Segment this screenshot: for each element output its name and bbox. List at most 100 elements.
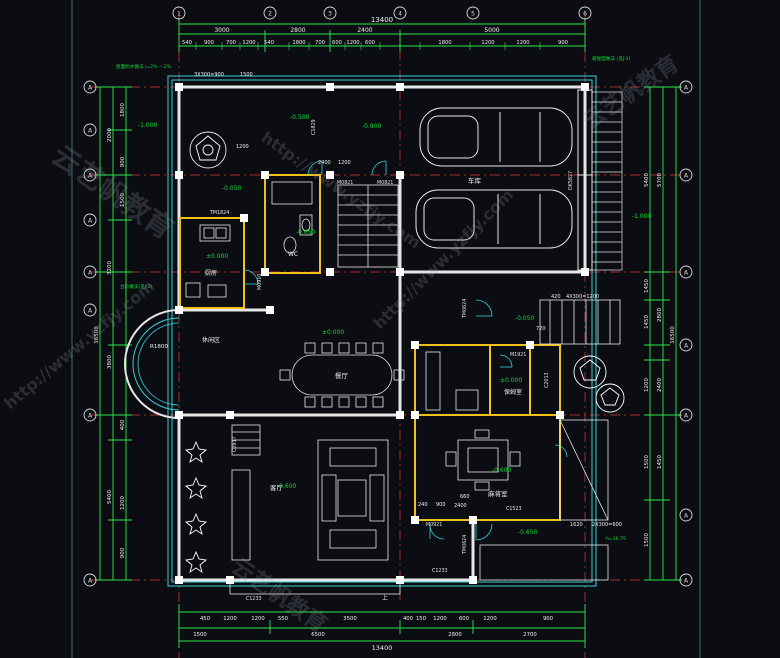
- dim-top-r2-13: 900: [558, 40, 568, 46]
- axis-top-4: 4: [398, 11, 402, 18]
- dim-bottom-r1-2: 1200: [251, 616, 265, 622]
- dim-bottom-r1-7: 1200: [433, 616, 447, 622]
- top-dimensions: 13400 3000 2800 2400 5000 540 900 700 12…: [172, 6, 592, 52]
- elev-3: -1.000: [138, 122, 158, 129]
- misc-dim-2: 1200: [236, 144, 249, 150]
- dim-left-5: 3800: [107, 355, 113, 369]
- dim-right-4: 1450: [644, 315, 650, 329]
- kitchen-fixtures: 厨房: [185, 224, 231, 298]
- elev-13: -0.650: [518, 529, 538, 536]
- code-7: C2013: [544, 372, 550, 388]
- stairs: [231, 184, 399, 456]
- elev-7: ±0.000: [206, 253, 228, 260]
- dim-top-r2-7: 600: [332, 40, 342, 46]
- dim-top-r2-10: 1800: [438, 40, 451, 46]
- room-label-leisure: 休闲区: [202, 336, 220, 344]
- radius-label: R1800: [150, 344, 168, 350]
- axis-right-6: A: [684, 578, 689, 585]
- dim-left-0: 1800: [120, 103, 126, 117]
- dim-bottom-r1-4: 3500: [343, 616, 357, 622]
- garage-cars: 车库: [415, 107, 573, 249]
- code-4: TM1824: [209, 210, 229, 216]
- elev-8: ±0.000: [322, 329, 344, 336]
- misc-dim-11: 240: [418, 502, 428, 508]
- note-left-mid: 台阶做法(见J-2): [120, 283, 153, 290]
- misc-dim-8: 1620: [570, 522, 583, 528]
- dim-top-r2-6: 700: [315, 40, 325, 46]
- dim-right-2: 1450: [644, 279, 650, 293]
- axis-left-4: A: [88, 270, 93, 277]
- left-dimensions: 1800 2000 900 1500 3200 3800 400 5400 90…: [83, 80, 132, 587]
- axis-left-1: A: [88, 128, 93, 135]
- dim-top-r1-3: 5000: [484, 27, 499, 34]
- room-label-storage: 保姆室: [504, 388, 522, 396]
- dim-right-1: 5700: [657, 173, 663, 187]
- dim-right-0: 5400: [644, 173, 650, 187]
- room-label-guest: 麻将室: [488, 489, 508, 498]
- elev-11: -0.600: [492, 467, 512, 474]
- guest-room-furniture: 麻将室: [445, 429, 521, 498]
- bottom-dimensions: 450 1200 1200 550 3500 400 150 1200 600 …: [178, 604, 586, 652]
- code-6: M1921: [510, 352, 526, 358]
- dim-right-3: 2800: [657, 308, 663, 322]
- dim-bottom-r1-8: 600: [459, 616, 470, 622]
- opening-codes: C1829 M0821 M0821 DK5827 TM1824 TM0624 M…: [209, 119, 574, 602]
- axis-right-3: A: [684, 343, 689, 350]
- misc-dim-4: 2400: [318, 160, 331, 166]
- dim-top-r2-0: 540: [182, 40, 192, 46]
- dim-top-r2-4: 540: [264, 40, 274, 46]
- code-3: DK5827: [568, 171, 574, 190]
- axis-left-0: A: [88, 85, 93, 92]
- misc-dim-7: 420: [551, 294, 561, 300]
- misc-dim-1: 1500: [240, 72, 253, 78]
- dim-bottom-r1-1: 1200: [223, 616, 237, 622]
- dim-top-r2-5: 1800: [292, 40, 305, 46]
- up-arrow-label: 上: [382, 594, 388, 602]
- axis-right-4: A: [684, 413, 689, 420]
- axis-top-6: 6: [583, 11, 587, 18]
- dim-left-9: 1200: [120, 496, 126, 510]
- dim-bottom-r1-9: 1200: [483, 616, 497, 622]
- dim-top-r2-8: 1200: [346, 40, 359, 46]
- elevation-markers: -0.500 -0.900 -1.000 -1.000 -0.050 -0.05…: [138, 114, 652, 536]
- dim-right-6: 2400: [657, 378, 663, 392]
- room-label-living: 客厅: [270, 483, 284, 492]
- door-swings: [243, 160, 568, 541]
- axis-right-2: A: [684, 270, 689, 277]
- dim-bottom-r1-10: 900: [543, 616, 554, 622]
- dim-left-3: 1500: [120, 193, 126, 207]
- code-10: C1233: [246, 596, 262, 602]
- room-label-kitchen: 厨房: [205, 269, 217, 277]
- storage-furniture: 保姆室: [425, 351, 522, 411]
- dim-left-total: 16500: [94, 326, 100, 344]
- axis-left-7: A: [88, 578, 93, 585]
- site-outline: [167, 75, 597, 587]
- dim-top-r1-1: 2800: [290, 27, 305, 34]
- dim-left-1: 2000: [107, 128, 113, 142]
- dim-top-r1-2: 2400: [357, 27, 372, 34]
- code-0: C1829: [311, 119, 317, 135]
- room-label-dining: 餐厅: [335, 371, 349, 380]
- dim-top-r2-2: 700: [226, 40, 236, 46]
- dim-right-8: 1450: [657, 455, 663, 469]
- note-top-right: 坡屋面做法 (见J-1): [592, 55, 631, 62]
- dim-right-9: 1500: [644, 533, 650, 547]
- dim-top-r2-11: 1200: [481, 40, 494, 46]
- dim-top-r2-9: 600: [365, 40, 375, 46]
- misc-dim-3: 1200: [338, 160, 351, 166]
- dim-top-r2-1: 900: [204, 40, 214, 46]
- misc-dimensions: 3X300=900 1500 1200 1200 2400 4X300=1200…: [194, 72, 622, 528]
- dim-top-r1-0: 3000: [214, 27, 229, 34]
- misc-dim-0: 3X300=900: [194, 72, 224, 78]
- bay-window: R1800: [124, 309, 180, 419]
- elev-9: -0.050: [515, 315, 535, 322]
- axis-right-5: A: [684, 513, 689, 520]
- dim-right-total: 16500: [670, 326, 676, 344]
- right-dimensions: 5400 5700 1450 2800 1450 1200 2400 1500 …: [644, 80, 693, 587]
- room-label-wc: WC: [288, 251, 298, 258]
- axis-left-5: A: [88, 308, 93, 315]
- code-5: TM0624: [462, 299, 468, 319]
- dining-table: 餐厅: [279, 342, 405, 408]
- code-2: M0821: [377, 180, 393, 186]
